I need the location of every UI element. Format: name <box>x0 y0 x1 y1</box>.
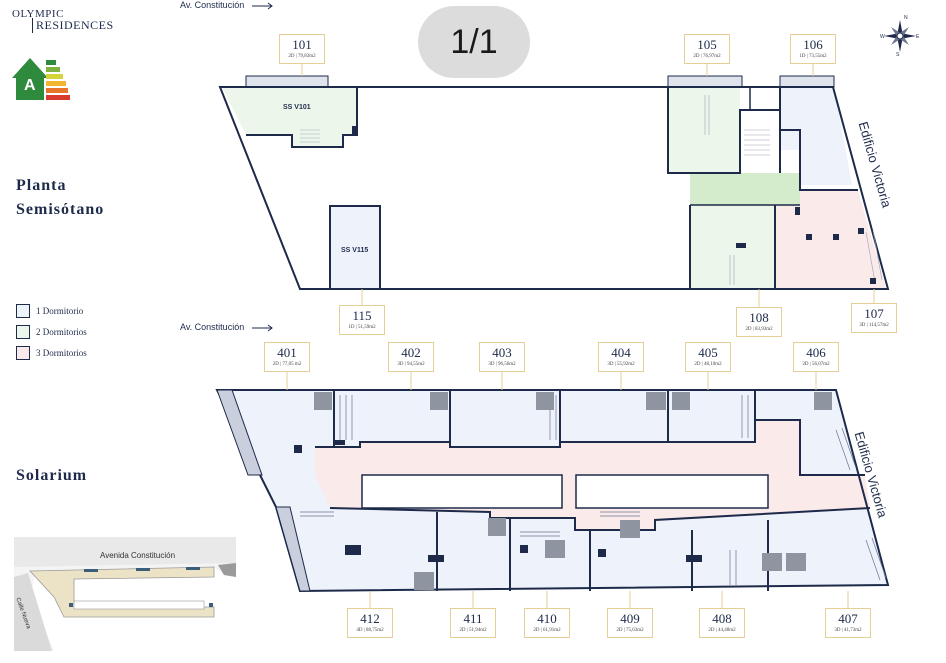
unit-info: 2D | 61,91m2 <box>533 628 561 633</box>
unit-tag-412[interactable]: 412 4D | 88,75m2 <box>347 608 393 638</box>
street-label-middle: Av. Constitución <box>180 322 245 332</box>
unit-tag-406[interactable]: 406 2D | 56,07m2 <box>793 342 839 372</box>
unit-tag-410[interactable]: 410 2D | 61,91m2 <box>524 608 570 638</box>
unit-number: 406 <box>806 345 826 360</box>
unit-info: 3D | 41,73m2 <box>834 628 862 633</box>
semisotano-plan <box>218 75 890 290</box>
room-label-ss-v115: SS V115 <box>341 247 369 254</box>
section-title-line2: Semisótano <box>16 201 105 218</box>
unit-info: 2D | 77,05 m2 <box>272 362 302 367</box>
unit-info: 2D | 56,07m2 <box>802 362 830 367</box>
unit-info: 2D | 44,48m2 <box>708 628 736 633</box>
unit-tag-405[interactable]: 405 2D | 48,10m2 <box>685 342 731 372</box>
section-title-line1: Planta <box>16 177 67 194</box>
room-label-ss-v101: SS V101 <box>283 104 311 111</box>
unit-info: 1D | 73,55m2 <box>799 54 827 59</box>
unit-number: 108 <box>749 310 769 325</box>
page-indicator: 1/1 <box>418 6 530 78</box>
unit-tag-411[interactable]: 411 2D | 51,94m2 <box>450 608 496 638</box>
unit-info: 2D | 83,93m2 <box>745 327 773 332</box>
unit-tag-108[interactable]: 108 2D | 83,93m2 <box>736 307 782 337</box>
legend-label: 2 Dormitorios <box>36 326 87 337</box>
unit-number: 408 <box>712 611 732 626</box>
legend: 1 Dormitorio 2 Dormitorios 3 Dormitorios <box>16 300 87 363</box>
section-title-solarium: Solarium <box>16 467 88 484</box>
key-plan-street-label: Avenida Constitución <box>100 551 176 560</box>
unit-info: 2D | 76,97m2 <box>693 54 721 59</box>
energy-rating-letter: A <box>24 77 36 94</box>
legend-label: 3 Dormitorios <box>36 347 87 358</box>
unit-info: 3D | 55,92m2 <box>607 362 635 367</box>
unit-tag-403[interactable]: 403 3D | 96,56m2 <box>479 342 525 372</box>
unit-number: 115 <box>352 308 372 323</box>
legend-item: 3 Dormitorios <box>16 342 87 363</box>
brand-line1: OLYMPIC <box>12 8 64 20</box>
unit-number: 105 <box>697 37 717 52</box>
unit-tag-404[interactable]: 404 3D | 55,92m2 <box>598 342 644 372</box>
unit-info: 2D | 51,94m2 <box>459 628 487 633</box>
unit-info: 3D | 114,57m2 <box>859 323 889 328</box>
street-arrow-middle-icon <box>252 324 273 332</box>
svg-text:S: S <box>896 52 900 58</box>
legend-item: 2 Dormitorios <box>16 321 87 342</box>
unit-number: 412 <box>360 611 380 626</box>
unit-number: 405 <box>698 345 718 360</box>
unit-tag-107[interactable]: 107 3D | 114,57m2 <box>851 303 897 333</box>
unit-number: 402 <box>401 345 421 360</box>
unit-number: 106 <box>803 37 823 52</box>
unit-info: 2D | 75,63m2 <box>616 628 644 633</box>
legend-swatch <box>16 303 30 318</box>
unit-tag-106[interactable]: 106 1D | 73,55m2 <box>790 34 836 64</box>
unit-tag-115[interactable]: 115 1D | 51,59m2 <box>339 305 385 335</box>
legend-swatch <box>16 345 30 360</box>
unit-tag-401[interactable]: 401 2D | 77,05 m2 <box>264 342 310 372</box>
svg-text:W: W <box>880 34 885 40</box>
section-title-semisotano: Planta Semisótano <box>16 174 104 222</box>
unit-info: 4D | 88,75m2 <box>356 628 384 633</box>
unit-info: 3D | 94,55m2 <box>397 362 425 367</box>
key-plan-drawing <box>14 537 236 651</box>
solarium-plan <box>215 389 890 593</box>
street-arrow-top-icon <box>252 2 273 10</box>
unit-info: 3D | 96,56m2 <box>488 362 516 367</box>
unit-tag-408[interactable]: 408 2D | 44,48m2 <box>699 608 745 638</box>
unit-number: 403 <box>492 345 512 360</box>
unit-info: 2D | 48,10m2 <box>694 362 722 367</box>
energy-label-icon <box>12 58 70 100</box>
unit-number: 407 <box>838 611 858 626</box>
unit-number: 404 <box>611 345 631 360</box>
unit-number: 411 <box>463 611 483 626</box>
legend-item: 1 Dormitorio <box>16 300 87 321</box>
unit-number: 409 <box>620 611 640 626</box>
street-label-top: Av. Constitución <box>180 0 245 10</box>
unit-tag-402[interactable]: 402 3D | 94,55m2 <box>388 342 434 372</box>
unit-tag-101[interactable]: 101 2D | 79,83m2 <box>279 34 325 64</box>
compass-rose-icon: N W E S <box>880 15 920 58</box>
unit-tag-407[interactable]: 407 3D | 41,73m2 <box>825 608 871 638</box>
brand-line2: RESIDENCES <box>32 18 114 33</box>
unit-number: 101 <box>292 37 312 52</box>
unit-info: 2D | 79,83m2 <box>288 54 316 59</box>
legend-label: 1 Dormitorio <box>36 305 84 316</box>
brand-logo: OLYMPIC RESIDENCES <box>12 8 114 33</box>
svg-text:E: E <box>916 34 920 40</box>
unit-tag-105[interactable]: 105 2D | 76,97m2 <box>684 34 730 64</box>
unit-number: 410 <box>537 611 557 626</box>
svg-text:N: N <box>904 15 908 21</box>
legend-swatch <box>16 324 30 339</box>
unit-tag-409[interactable]: 409 2D | 75,63m2 <box>607 608 653 638</box>
key-plan: Avenida Constitución Calle Nueva <box>14 537 236 651</box>
unit-number: 107 <box>864 306 884 321</box>
unit-number: 401 <box>277 345 297 360</box>
unit-info: 1D | 51,59m2 <box>348 325 376 330</box>
